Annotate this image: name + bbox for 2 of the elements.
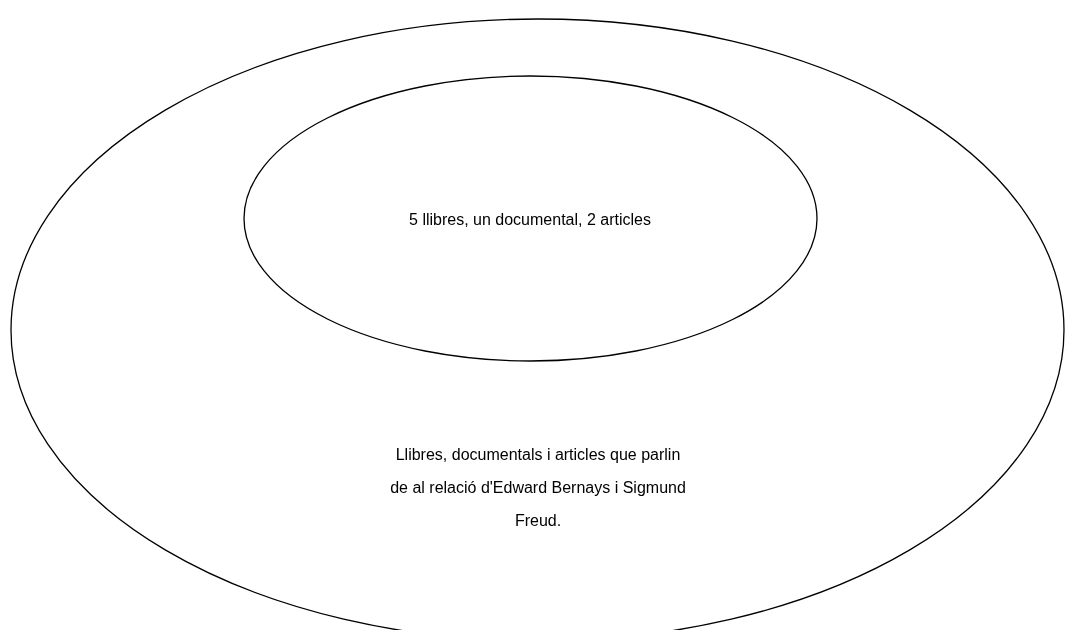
ellipse-label: 5 llibres, un documental, 2 articles: [408, 210, 652, 230]
ellipse-label: Llibres, documentals i articles que parlin de al relació d'Edward Bernays i Sigmund Freud.: [389, 445, 687, 531]
